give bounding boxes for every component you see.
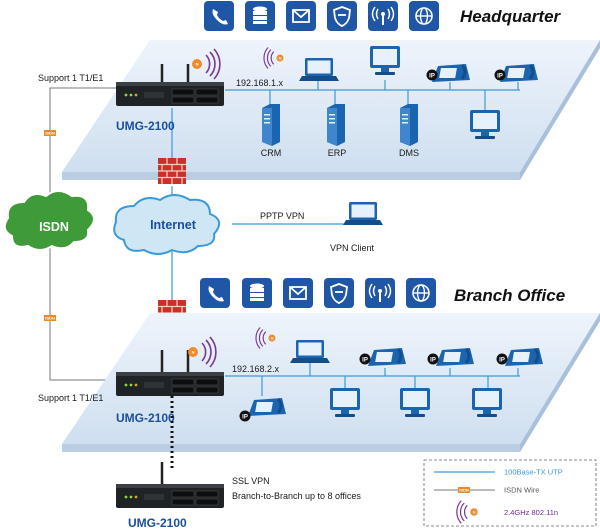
hq-router[interactable]	[115, 64, 225, 107]
phone-icon	[200, 278, 230, 308]
branch-title: Branch Office	[454, 286, 565, 305]
legend-wifi-icon: N	[456, 500, 479, 524]
wireless-icon	[368, 1, 398, 31]
hq-ipphone-2[interactable]: IP	[494, 62, 540, 84]
branch-subnet-label: 192.168.2.x	[232, 364, 280, 374]
database-icon	[245, 1, 275, 31]
isdn-cloud: ISDN	[3, 190, 95, 251]
shield-icon	[327, 1, 357, 31]
legend-wifi-label: 2.4GHz 802.11n	[504, 508, 558, 517]
branch-ipphone-1[interactable]: IP	[359, 346, 408, 368]
svg-text:N: N	[192, 350, 195, 355]
legend-utp-label: 100Base-TX UTP	[504, 468, 563, 477]
hq-device-label: UMG-2100	[116, 119, 175, 133]
remote-site: UMG-2100 SSL VPN Branch-to-Branch up to …	[115, 396, 361, 530]
vpn-client-laptop[interactable]	[343, 202, 383, 225]
phone-icon	[204, 1, 234, 31]
hq-server-erp-label: ERP	[328, 148, 347, 158]
hq-router-wifi-icon: N	[191, 48, 221, 80]
mail-icon	[283, 278, 313, 308]
headquarter-site: Headquarter N Support 1 T1/E1 UMG-2100 1…	[38, 1, 600, 180]
branch-platform	[62, 313, 600, 444]
hq-server-crm[interactable]	[262, 104, 280, 146]
svg-text:N: N	[279, 56, 282, 61]
hq-firewall	[157, 157, 187, 185]
branch-laptop[interactable]	[290, 340, 330, 363]
shield-icon	[324, 278, 354, 308]
svg-text:IP: IP	[242, 415, 248, 421]
hq-title: Headquarter	[460, 7, 562, 26]
branch-service-icons	[200, 278, 436, 308]
remote-router[interactable]	[115, 462, 225, 509]
hq-server-crm-label: CRM	[261, 148, 282, 158]
branch-support-label: Support 1 T1/E1	[38, 393, 103, 403]
svg-text:ISDN: ISDN	[45, 316, 55, 321]
branch-ipphone-2[interactable]: IP	[427, 346, 476, 368]
hq-subnet-label: 192.168.1.x	[236, 78, 284, 88]
branch-lan-lines	[225, 362, 520, 396]
svg-text:IP: IP	[429, 74, 435, 80]
svg-text:IP: IP	[362, 358, 368, 364]
svg-text:N: N	[196, 62, 199, 67]
svg-text:IP: IP	[499, 358, 505, 364]
legend: 100Base-TX UTP ISDN ISDN Wire N 2.4GHz 8…	[423, 459, 597, 527]
middle-links: ISDN ISDN ISDN Internet PPTP VPN VP	[3, 87, 383, 381]
database-icon	[242, 278, 272, 308]
isdn-cloud-label: ISDN	[39, 220, 69, 234]
svg-text:N: N	[271, 336, 274, 341]
vpn-client-label: VPN Client	[330, 243, 375, 253]
hq-laptop[interactable]	[299, 58, 339, 81]
hq-laptop-wifi-icon: N	[263, 46, 285, 70]
svg-text:IP: IP	[430, 358, 436, 364]
svg-text:ISDN: ISDN	[45, 131, 55, 136]
branch-ipphone-4[interactable]: IP	[239, 396, 288, 422]
hq-server-dms[interactable]	[400, 104, 418, 146]
hq-support-label: Support 1 T1/E1	[38, 73, 103, 83]
branch-site: Branch Office N Support 1 T1/E1 UMG-2100…	[38, 278, 600, 452]
legend-isdn-label: ISDN Wire	[504, 486, 539, 495]
branch-device-label: UMG-2100	[116, 411, 175, 425]
branch-to-branch-label: Branch-to-Branch up to 8 offices	[232, 491, 361, 501]
isdn-tag-bottom: ISDN	[44, 315, 56, 321]
ssl-vpn-label: SSL VPN	[232, 476, 270, 486]
branch-router-wifi-icon: N	[187, 336, 217, 368]
globe-icon	[406, 278, 436, 308]
remote-device-label: UMG-2100	[128, 516, 187, 530]
hq-server-erp[interactable]	[327, 104, 345, 146]
hq-service-icons	[204, 1, 439, 31]
isdn-tag-top: ISDN	[44, 130, 56, 136]
pptp-vpn-label: PPTP VPN	[260, 211, 304, 221]
hq-ipphone-1[interactable]: IP	[426, 62, 472, 84]
svg-text:IP: IP	[497, 74, 503, 80]
svg-text:N: N	[473, 510, 476, 515]
internet-cloud-label: Internet	[150, 218, 197, 232]
internet-cloud: Internet	[113, 194, 221, 255]
branch-router[interactable]	[115, 350, 225, 397]
svg-text:ISDN: ISDN	[459, 488, 469, 493]
globe-icon	[409, 1, 439, 31]
branch-laptop-wifi-icon: N	[255, 326, 277, 350]
wireless-icon	[365, 278, 395, 308]
hq-server-dms-label: DMS	[399, 148, 419, 158]
branch-ipphone-3[interactable]: IP	[496, 346, 545, 368]
mail-icon	[286, 1, 316, 31]
